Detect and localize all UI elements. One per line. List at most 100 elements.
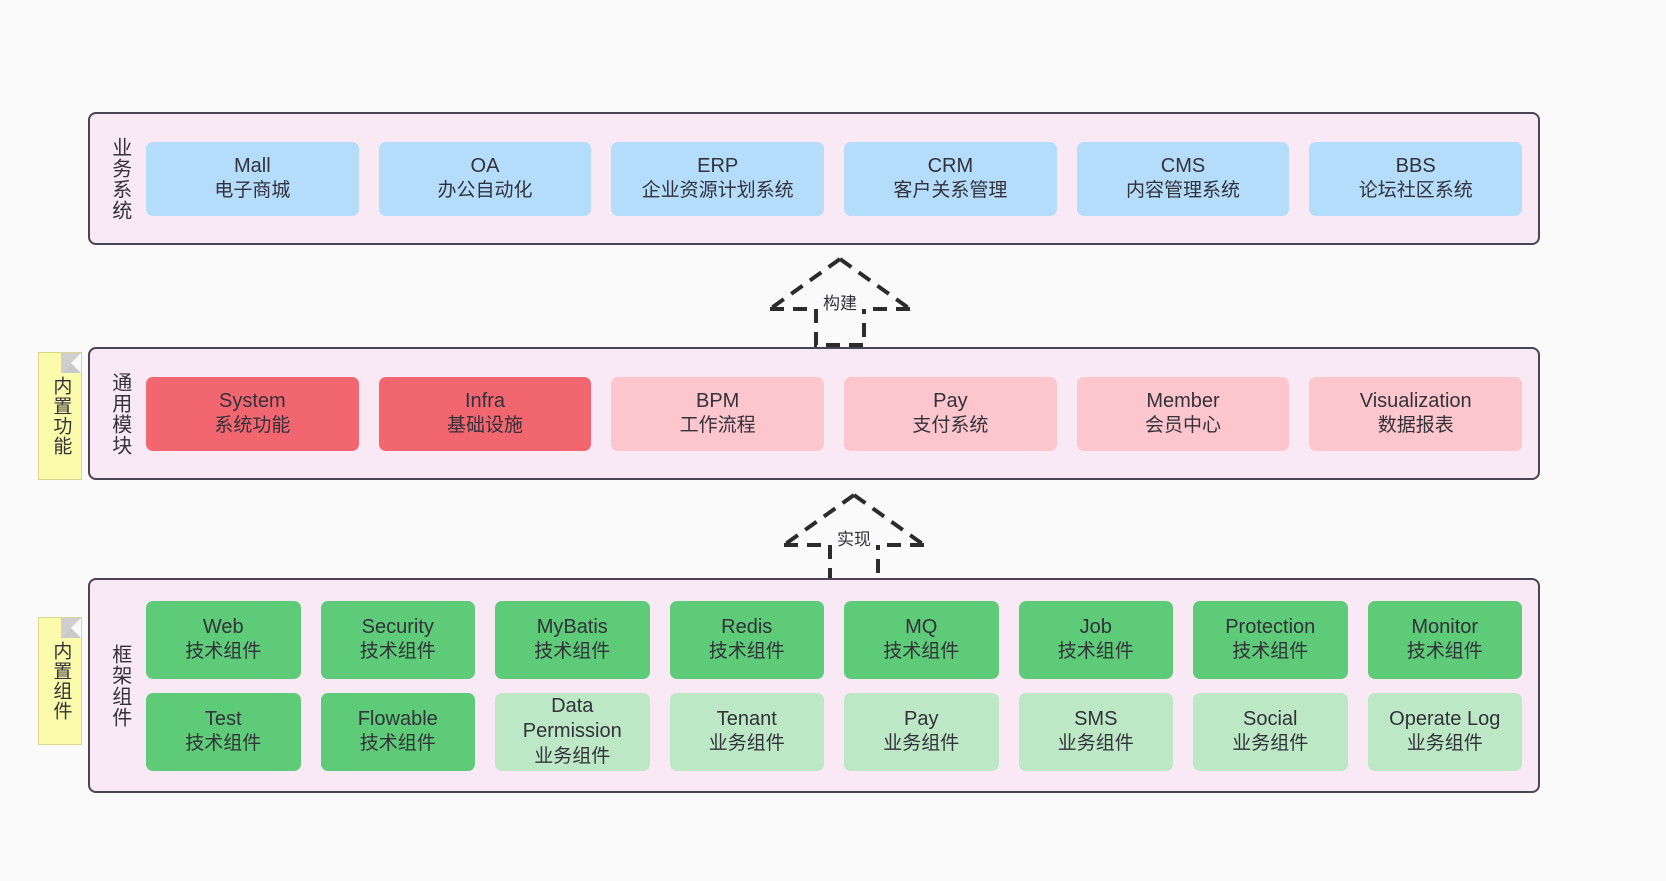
connector-implement: 实现 [774, 489, 934, 584]
card-title: Test [204, 707, 242, 730]
layer-body-common: System 系统功能 Infra 基础设施 BPM 工作流程 Pay 支付系统… [136, 349, 1538, 478]
card-test[interactable]: Test 技术组件 [146, 692, 301, 771]
layer-title-common: 通用模块 [108, 371, 131, 456]
card-sms[interactable]: SMS 业务组件 [1018, 692, 1173, 771]
card-title: Monitor [1411, 615, 1479, 638]
card-title: Social [1243, 707, 1298, 730]
card-subtitle: 工作流程 [679, 415, 756, 437]
card-subtitle: 技术组件 [708, 641, 785, 663]
card-title: CRM [927, 154, 974, 177]
card-data-permission[interactable]: Data Permission 业务组件 [495, 692, 650, 771]
card-title: Data Permission [522, 694, 622, 743]
card-title: Protection [1225, 615, 1316, 638]
card-subtitle: 论坛社区系统 [1358, 180, 1473, 202]
note-fold-corner-icon [61, 618, 81, 638]
card-pay-component[interactable]: Pay 业务组件 [844, 692, 999, 771]
card-row: System 系统功能 Infra 基础设施 BPM 工作流程 Pay 支付系统… [146, 376, 1523, 451]
card-subtitle: 技术组件 [185, 733, 262, 755]
note-label: 内置功能 [50, 376, 72, 456]
dashed-generalization-arrow-icon [768, 257, 912, 347]
card-subtitle: 业务组件 [1057, 733, 1134, 755]
card-system[interactable]: System 系统功能 [146, 376, 359, 451]
card-monitor[interactable]: Monitor 技术组件 [1367, 600, 1522, 679]
layer-body-business: Mall 电子商城 OA 办公自动化 ERP 企业资源计划系统 CRM 客户关系… [136, 114, 1538, 243]
card-visualization[interactable]: Visualization 数据报表 [1309, 376, 1523, 451]
card-tenant[interactable]: Tenant 业务组件 [669, 692, 824, 771]
layer-title-framework: 框架组件 [108, 643, 131, 728]
card-title: Visualization [1359, 389, 1472, 412]
card-row: Mall 电子商城 OA 办公自动化 ERP 企业资源计划系统 CRM 客户关系… [146, 141, 1523, 216]
card-row: Web 技术组件 Security 技术组件 MyBatis 技术组件 Redi… [146, 600, 1522, 679]
card-oa[interactable]: OA 办公自动化 [378, 141, 592, 216]
card-title: Redis [721, 615, 773, 638]
card-subtitle: 技术组件 [185, 641, 262, 663]
note-builtin-features: 内置功能 [38, 352, 82, 480]
card-title: Web [202, 615, 244, 638]
card-subtitle: 企业资源计划系统 [641, 180, 794, 202]
card-title: Pay [933, 389, 968, 412]
card-subtitle: 业务组件 [534, 745, 611, 767]
layer-business-systems: 业务系统 Mall 电子商城 OA 办公自动化 ERP 企业资源计划系统 CRM… [88, 112, 1540, 245]
card-subtitle: 技术组件 [534, 641, 611, 663]
card-title: Flowable [357, 707, 438, 730]
card-title: CMS [1160, 154, 1206, 177]
card-subtitle: 业务组件 [883, 733, 960, 755]
card-web[interactable]: Web 技术组件 [146, 600, 301, 679]
card-title: MQ [905, 615, 938, 638]
card-subtitle: 基础设施 [447, 415, 524, 437]
card-operate-log[interactable]: Operate Log 业务组件 [1367, 692, 1522, 771]
card-infra[interactable]: Infra 基础设施 [378, 376, 592, 451]
card-flowable[interactable]: Flowable 技术组件 [320, 692, 475, 771]
card-mall[interactable]: Mall 电子商城 [146, 141, 359, 216]
card-protection[interactable]: Protection 技术组件 [1193, 600, 1348, 679]
card-subtitle: 业务组件 [1232, 733, 1309, 755]
card-subtitle: 会员中心 [1145, 415, 1222, 437]
card-subtitle: 业务组件 [1406, 733, 1483, 755]
card-title: BBS [1395, 154, 1436, 177]
card-subtitle: 技术组件 [883, 641, 960, 663]
card-title: Infra [464, 389, 506, 412]
card-title: ERP [697, 154, 739, 177]
card-subtitle: 办公自动化 [437, 180, 533, 202]
card-title: Security [361, 615, 434, 638]
card-title: BPM [696, 389, 740, 412]
card-title: Member [1146, 389, 1220, 412]
card-job[interactable]: Job 技术组件 [1018, 600, 1173, 679]
card-title: System [218, 389, 286, 412]
card-title: OA [470, 154, 500, 177]
card-crm[interactable]: CRM 客户关系管理 [844, 141, 1057, 216]
note-fold-corner-icon [61, 353, 81, 373]
connector-build: 构建 [760, 253, 920, 348]
card-social[interactable]: Social 业务组件 [1193, 692, 1348, 771]
layer-framework-components: 框架组件 Web 技术组件 Security 技术组件 MyBatis 技术组件… [88, 578, 1540, 793]
note-builtin-components: 内置组件 [38, 617, 82, 745]
note-label: 内置组件 [50, 641, 72, 721]
card-bbs[interactable]: BBS 论坛社区系统 [1309, 141, 1523, 216]
card-pay-module[interactable]: Pay 支付系统 [844, 376, 1057, 451]
card-redis[interactable]: Redis 技术组件 [669, 600, 824, 679]
card-security[interactable]: Security 技术组件 [320, 600, 475, 679]
card-member[interactable]: Member 会员中心 [1076, 376, 1290, 451]
card-title: SMS [1074, 707, 1118, 730]
card-subtitle: 电子商城 [214, 180, 291, 202]
layer-body-framework: Web 技术组件 Security 技术组件 MyBatis 技术组件 Redi… [136, 580, 1538, 791]
card-bpm[interactable]: BPM 工作流程 [611, 376, 825, 451]
connector-label-implement: 实现 [837, 530, 871, 549]
card-title: MyBatis [536, 615, 608, 638]
layer-common-modules: 通用模块 System 系统功能 Infra 基础设施 BPM 工作流程 Pay… [88, 347, 1540, 480]
card-subtitle: 技术组件 [1057, 641, 1134, 663]
card-subtitle: 技术组件 [1232, 641, 1309, 663]
card-erp[interactable]: ERP 企业资源计划系统 [611, 141, 825, 216]
card-subtitle: 内容管理系统 [1126, 180, 1241, 202]
card-title: Job [1079, 615, 1112, 638]
card-mybatis[interactable]: MyBatis 技术组件 [495, 600, 650, 679]
connector-label-build: 构建 [823, 294, 857, 313]
card-cms[interactable]: CMS 内容管理系统 [1076, 141, 1290, 216]
card-title: Mall [234, 154, 271, 177]
card-subtitle: 技术组件 [1406, 641, 1483, 663]
card-title: Operate Log [1389, 707, 1501, 730]
card-subtitle: 系统功能 [214, 415, 291, 437]
card-subtitle: 业务组件 [708, 733, 785, 755]
card-subtitle: 技术组件 [359, 733, 436, 755]
card-mq[interactable]: MQ 技术组件 [844, 600, 999, 679]
